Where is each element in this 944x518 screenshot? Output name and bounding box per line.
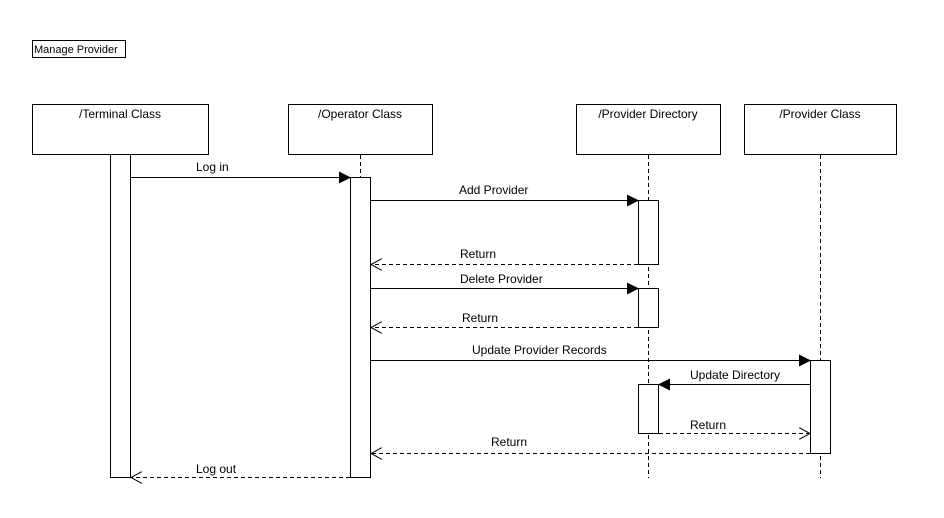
participant-provider-class: /Provider Class bbox=[744, 104, 897, 155]
activation-bar-terminal bbox=[110, 154, 131, 478]
participant-label: /Terminal Class bbox=[79, 107, 161, 121]
message-return-records-label: Return bbox=[491, 435, 527, 449]
message-log-out-label: Log out bbox=[196, 462, 237, 476]
participant-operator-class: /Operator Class bbox=[288, 104, 433, 155]
activation-bar-directory-delete bbox=[638, 288, 659, 328]
activation-bar-directory-add bbox=[638, 200, 659, 265]
message-return-delete-label: Return bbox=[462, 311, 498, 325]
activation-bar-provider-class bbox=[810, 360, 831, 454]
participant-label: /Operator Class bbox=[318, 107, 402, 121]
participant-provider-directory: /Provider Directory bbox=[576, 104, 721, 155]
message-update-provider-records-label: Update Provider Records bbox=[472, 343, 607, 357]
frame-title-text: Manage Provider bbox=[34, 44, 118, 56]
participant-label: /Provider Directory bbox=[598, 107, 697, 121]
message-update-directory-label: Update Directory bbox=[690, 368, 780, 382]
message-return-directory-label: Return bbox=[690, 418, 726, 432]
participant-terminal-class: /Terminal Class bbox=[32, 104, 209, 155]
message-delete-provider-label: Delete Provider bbox=[460, 272, 543, 286]
message-add-provider-label: Add Provider bbox=[459, 183, 528, 197]
message-log-in-label: Log in bbox=[196, 160, 229, 174]
activation-bar-operator bbox=[350, 177, 371, 478]
message-return-add-label: Return bbox=[460, 247, 496, 261]
diagram-frame-title: Manage Provider bbox=[32, 40, 126, 58]
participant-label: /Provider Class bbox=[779, 107, 860, 121]
activation-bar-directory-update bbox=[638, 384, 659, 434]
